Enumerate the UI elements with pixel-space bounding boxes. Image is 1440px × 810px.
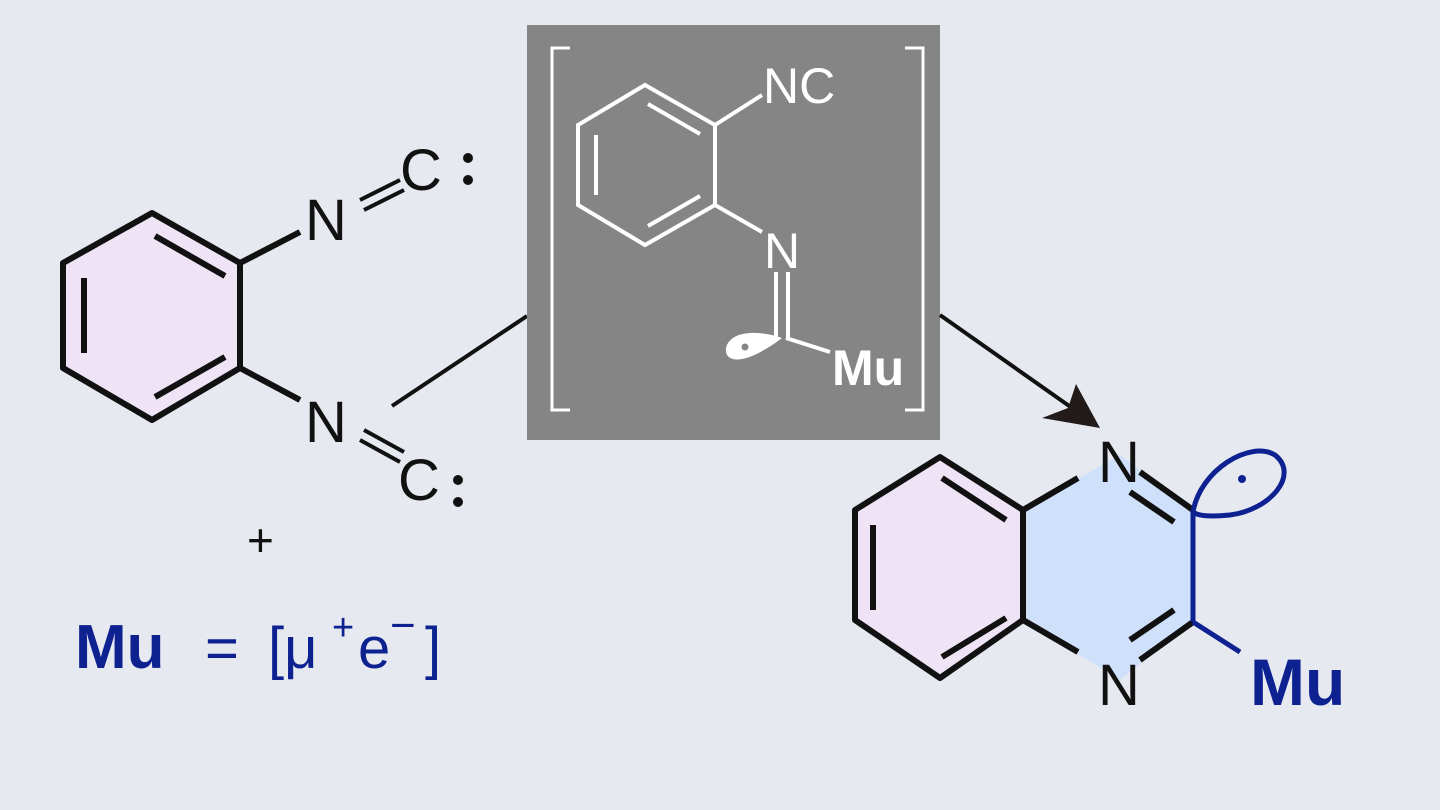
intermediate-n-label: N (764, 223, 800, 279)
right-bracket (905, 46, 925, 412)
bracket-mu: [μ (268, 616, 318, 681)
product-orbital-lobe (1190, 448, 1287, 519)
equals-sign: = (205, 616, 239, 681)
product-radical-dot (1238, 475, 1246, 483)
product-quinoxaline (852, 448, 1287, 681)
plus-sign: + (247, 514, 274, 566)
reactant-n-top: N (305, 188, 347, 253)
lone-pair-dot (463, 175, 473, 185)
reactant-diisocyanide (60, 178, 529, 464)
bracket-close: ] (425, 616, 441, 681)
lone-pair-dot (453, 475, 463, 485)
product-benzene-ring (852, 454, 1026, 681)
radical-dot (741, 343, 749, 351)
reactant-c-bottom: C (398, 448, 440, 513)
plus-superscript: + (332, 607, 354, 649)
muonium-definition: Mu = [μ + e − ] (75, 601, 441, 682)
reaction-line (390, 314, 529, 408)
reactant-c-top: C (400, 138, 442, 203)
reaction-arrow (938, 313, 1100, 428)
reactant-benzene-ring (60, 210, 243, 423)
intermediate-nc-label: NC (763, 58, 835, 114)
intermediate-radical: NC N Mu (527, 25, 940, 440)
electron-symbol: e (358, 616, 390, 681)
product-mu-label: Mu (1250, 645, 1345, 719)
radical-orbital-lobe (725, 332, 782, 360)
lone-pair-dot (463, 153, 473, 163)
lone-pair-dot (453, 497, 463, 507)
mu-symbol: Mu (75, 613, 165, 682)
reactant-n-bottom: N (305, 390, 347, 455)
intermediate-mu-label: Mu (832, 340, 904, 396)
product-n-bottom: N (1098, 653, 1140, 718)
product-n-top: N (1098, 430, 1140, 495)
left-bracket (550, 46, 570, 412)
minus-superscript: − (390, 601, 416, 650)
